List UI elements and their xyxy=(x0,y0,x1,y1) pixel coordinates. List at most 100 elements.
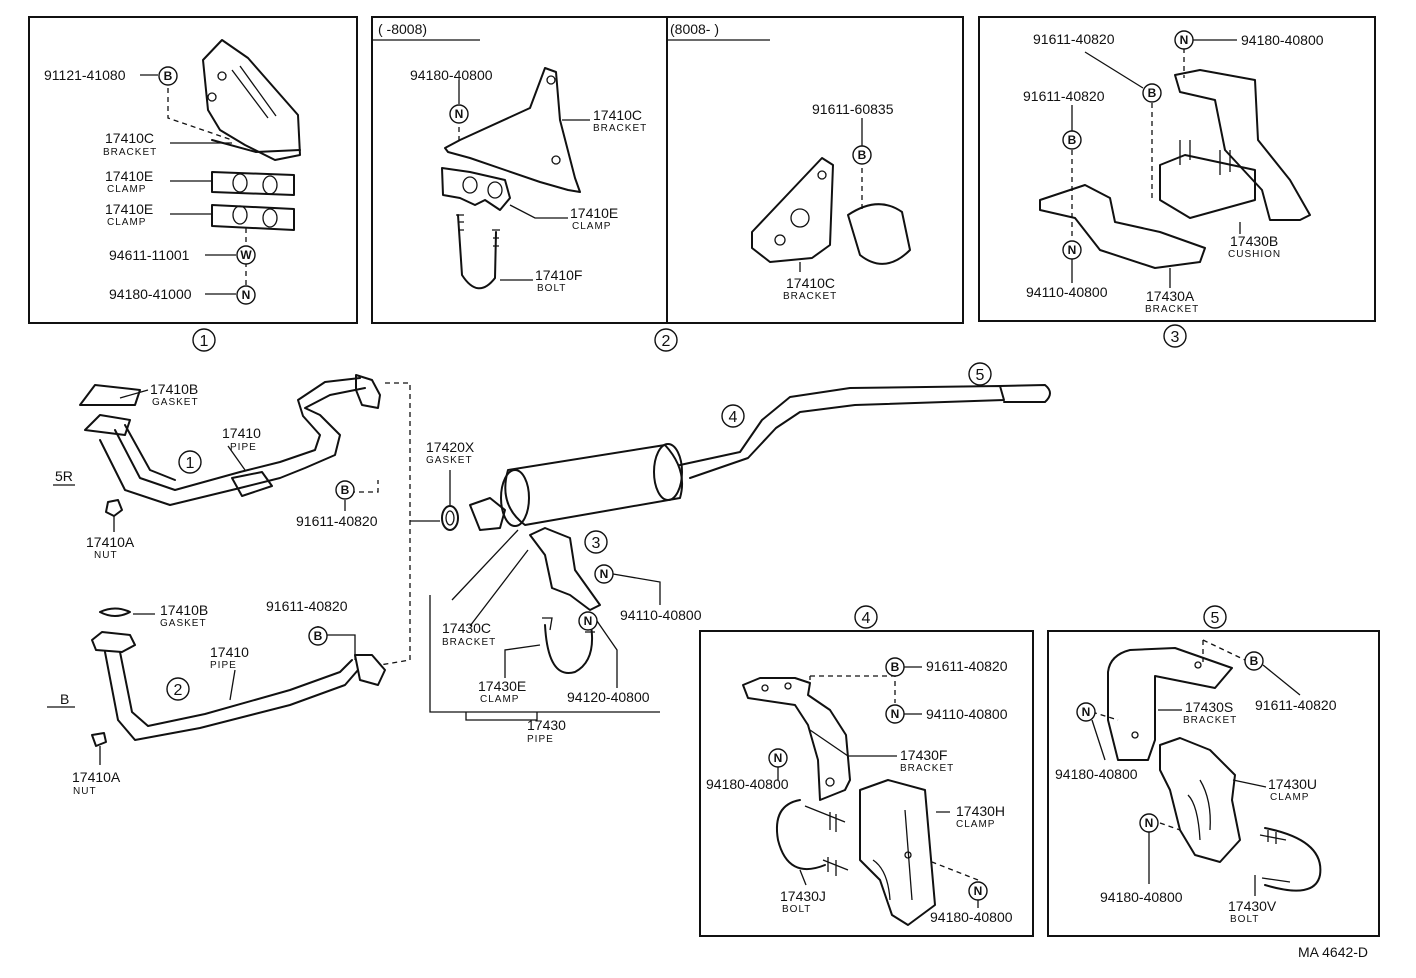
label-17430s: 17430S xyxy=(1185,699,1233,715)
panel-4-frame xyxy=(699,630,1034,937)
label-94180-40800-p5-bottom: 94180-40800 xyxy=(1100,889,1183,905)
panel-4: 4 B N N N 91611-40820 94110-40800 94180-… xyxy=(699,605,1034,937)
nut-symbol-main-94110: N xyxy=(600,567,609,581)
clamp-17430e-drawing xyxy=(544,619,594,674)
label-bracket-p4: BRACKET xyxy=(900,763,954,774)
label-bracket-17430c: BRACKET xyxy=(442,637,496,648)
label-94180-40800-p2: 94180-40800 xyxy=(410,67,493,83)
bolt-symbol-main-top: B xyxy=(341,483,350,497)
clamp-17430u-drawing xyxy=(1159,737,1241,863)
label-17410c: 17410C xyxy=(105,130,154,146)
bolt-symbol xyxy=(158,66,178,86)
washer-symbol xyxy=(236,245,256,265)
label-94120-40800: 94120-40800 xyxy=(567,689,650,705)
panel-3-number-text: 3 xyxy=(1171,329,1180,346)
nut-symbol-p4-right: N xyxy=(891,707,900,721)
label-nut-bottom: NUT xyxy=(73,786,97,797)
panel-2-number xyxy=(654,328,678,352)
bracket-17430s-drawing xyxy=(1107,647,1233,761)
front-flange-drawing xyxy=(469,497,506,531)
label-bolt-p2: BOLT xyxy=(537,283,566,294)
bolt-symbol-p5: B xyxy=(1250,654,1259,668)
upper-bracket-drawing xyxy=(1174,69,1311,221)
panel-1-number xyxy=(192,328,216,352)
label-clamp-p4: CLAMP xyxy=(956,819,995,830)
nut-17410a-top-drawing xyxy=(105,499,123,517)
label-clamp-p2: CLAMP xyxy=(572,221,611,232)
pipe-17410-top-lower-line xyxy=(114,377,361,491)
pipe-17410-top-upper-line xyxy=(99,387,366,506)
label-17410-top: 17410 xyxy=(222,425,261,441)
nut-symbol-p3-top: N xyxy=(1180,33,1189,47)
clamp-17410e-drawing xyxy=(441,167,511,211)
label-bracket-p3: BRACKET xyxy=(1145,304,1199,315)
label-clamp-p5: CLAMP xyxy=(1270,792,1309,803)
bolt-17430j-drawing xyxy=(776,799,826,870)
bolt-symbol-letter: B xyxy=(164,69,173,83)
range-left: ( -8008) xyxy=(378,21,427,37)
label-94180-40800-p4-bottom: 94180-40800 xyxy=(930,909,1013,925)
nut-17410a-bottom-drawing xyxy=(91,732,107,747)
panel-5: 5 B N N 91611-40820 17430S BRACKET 94180… xyxy=(1047,605,1380,937)
label-94180-40800-p5-left: 94180-40800 xyxy=(1055,766,1138,782)
variant-5r: 5R xyxy=(55,468,73,484)
label-94180-40800-p4-left: 94180-40800 xyxy=(706,776,789,792)
panel-5-number xyxy=(1203,605,1227,629)
callout-5-main: 5 xyxy=(976,367,985,384)
label-94180-40800-p3: 94180-40800 xyxy=(1241,32,1324,48)
label-17430f: 17430F xyxy=(900,747,947,763)
label-bracket-p2: BRACKET xyxy=(593,123,647,134)
label-17410e-lower: 17410E xyxy=(105,201,153,217)
label-94110-40800-p4: 94110-40800 xyxy=(926,706,1008,722)
variant-b: B xyxy=(60,691,69,707)
pipe-17410-bottom-upper-line xyxy=(104,651,359,741)
label-17410a-top: 17410A xyxy=(86,534,135,550)
nut-symbol-p3-bottom: N xyxy=(1068,243,1077,257)
callout-1-main: 1 xyxy=(186,455,195,472)
label-91121-41080: 91121-41080 xyxy=(44,67,126,83)
gasket-17410b-top-drawing xyxy=(79,384,141,406)
bracket-17430f-drawing xyxy=(742,677,851,801)
label-17410e-p2: 17410E xyxy=(570,205,618,221)
label-94110-40800-main: 94110-40800 xyxy=(620,607,702,623)
panel-1-frame xyxy=(28,16,358,324)
label-nut-top: NUT xyxy=(94,550,118,561)
bolt-symbol-p2: B xyxy=(858,148,867,162)
label-17410a-bottom: 17410A xyxy=(72,769,121,785)
nut-symbol-letter: N xyxy=(242,288,251,302)
nut-symbol-p4-bottom: N xyxy=(974,884,983,898)
label-pipe-17430: PIPE xyxy=(527,734,554,745)
nut-symbol-p4-left: N xyxy=(774,751,783,765)
label-pipe-top: PIPE xyxy=(230,442,257,453)
clamp-band-drawing xyxy=(847,203,911,265)
pipe-flange-bottom xyxy=(354,654,386,686)
drawing-code: MA 4642-D xyxy=(1298,944,1368,960)
muffler-drawing xyxy=(504,444,684,526)
label-17410e-upper: 17410E xyxy=(105,168,153,184)
label-bolt-p4: BOLT xyxy=(782,904,811,915)
callout-3-main: 3 xyxy=(592,535,601,552)
label-gasket-17420x: GASKET xyxy=(426,455,473,466)
panel-3-frame xyxy=(978,16,1376,322)
tail-pipe-drawing xyxy=(679,385,1005,479)
label-17430: 17430 xyxy=(527,717,566,733)
label-17430b: 17430B xyxy=(1230,233,1278,249)
label-91611-40820-p4: 91611-40820 xyxy=(926,658,1008,674)
label-91611-40820-p3-top: 91611-40820 xyxy=(1033,31,1115,47)
label-gasket-bottom: GASKET xyxy=(160,618,207,629)
callout-4-main: 4 xyxy=(729,409,738,426)
pipe-flange-top xyxy=(355,374,381,409)
cushion-17430b-drawing xyxy=(1159,154,1256,219)
label-17410c-p2-right: 17410C xyxy=(786,275,835,291)
label-clamp-17430e: CLAMP xyxy=(480,694,519,705)
label-17430a: 17430A xyxy=(1146,288,1195,304)
label-17410-bottom: 17410 xyxy=(210,644,249,660)
bracket-17410c-right-drawing xyxy=(751,157,834,263)
washer-symbol-letter: W xyxy=(240,248,252,262)
label-91611-40820-main-bottom: 91611-40820 xyxy=(266,598,348,614)
range-right: (8008- ) xyxy=(670,21,719,37)
nut-symbol-p5-bottom: N xyxy=(1145,816,1154,830)
panel-3-number xyxy=(1163,324,1187,348)
label-91611-40820-main-top: 91611-40820 xyxy=(296,513,378,529)
nut-symbol-main-94120: N xyxy=(584,614,593,628)
